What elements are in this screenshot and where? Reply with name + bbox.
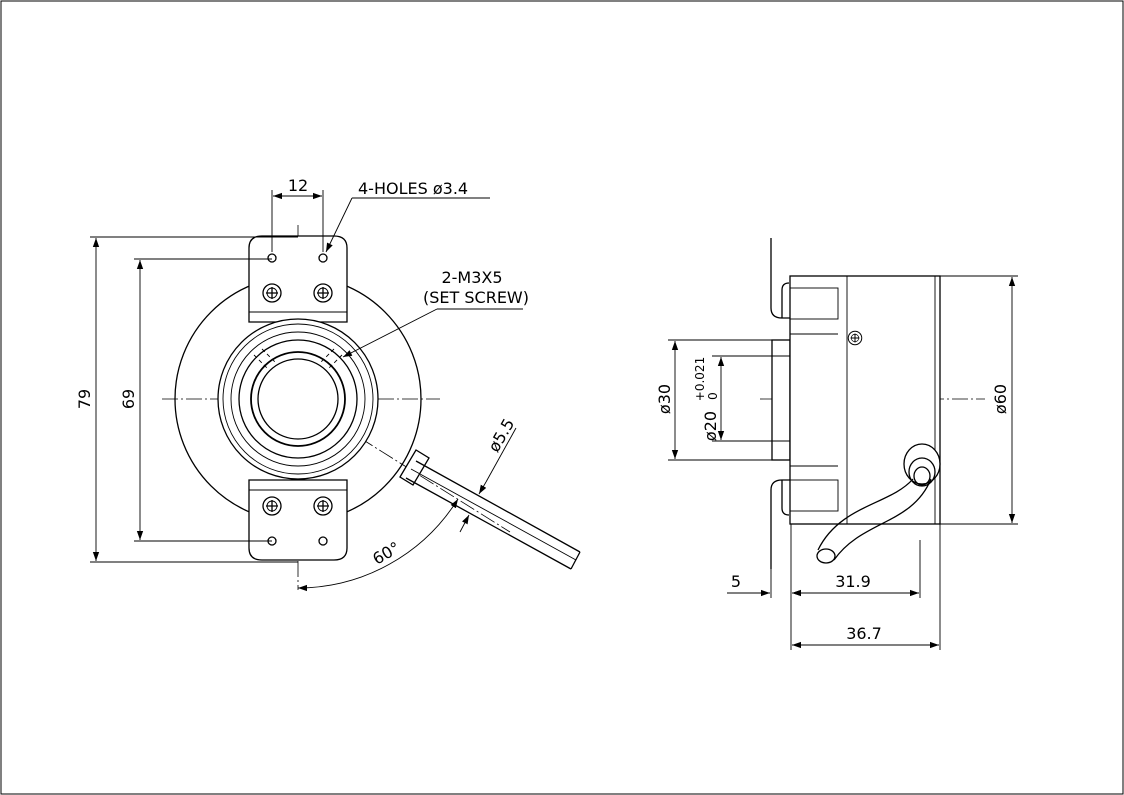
note-set-screw-size: 2-M3X5 xyxy=(441,268,502,287)
encoder-body xyxy=(789,275,941,525)
dim-cable-dia: ø5.5 xyxy=(484,415,518,455)
mounting-flange xyxy=(770,238,791,319)
dim-body-dia: ø60 xyxy=(991,384,1010,414)
dim-bore-dia: ø20 xyxy=(701,411,720,441)
tol-upper: +0.021 xyxy=(693,357,707,401)
bracket-bottom xyxy=(248,479,348,561)
tol-lower: 0 xyxy=(706,392,720,400)
side-cable xyxy=(816,443,941,564)
dim-12: 12 xyxy=(288,176,308,195)
dim-flange-5: 5 xyxy=(731,572,741,591)
hub-ring xyxy=(217,318,379,480)
dim-69: 69 xyxy=(119,389,138,409)
note-4-holes: 4-HOLES ø3.4 xyxy=(358,179,468,198)
note-set-screw: (SET SCREW) xyxy=(423,288,529,307)
side-view: ø30 ø20 +0.021 0 ø60 5 31.9 36.7 xyxy=(655,238,1018,650)
shaft-bore xyxy=(257,358,339,440)
dim-boss-dia: ø30 xyxy=(655,384,674,414)
cable xyxy=(399,449,581,570)
boss xyxy=(771,339,791,461)
bracket-top xyxy=(248,235,348,323)
dim-angle-60: 60° xyxy=(369,538,403,569)
dim-body-len: 31.9 xyxy=(835,572,871,591)
front-view: 79 69 12 4-HOLES ø3.4 2-M3X5 (SET SCREW)… xyxy=(75,176,581,592)
dim-total-len: 36.7 xyxy=(846,624,882,643)
dim-79: 79 xyxy=(75,389,94,409)
